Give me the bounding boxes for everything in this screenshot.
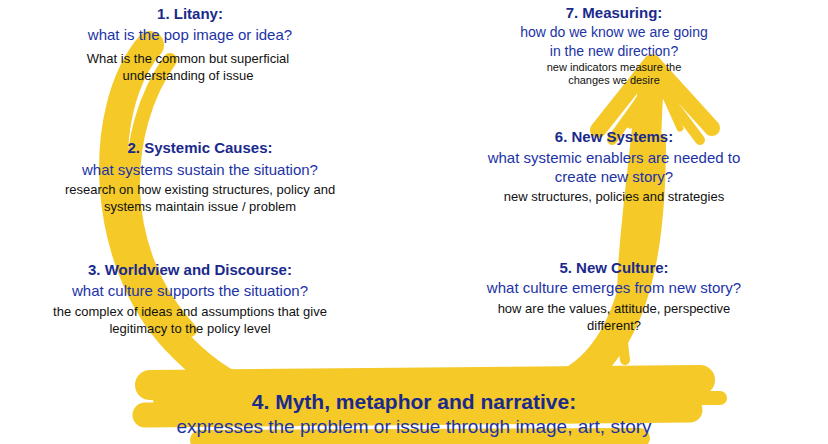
step-heading: 3. Worldview and Discourse: (50, 261, 330, 279)
step-description: research on how existing structures, pol… (58, 181, 343, 215)
step-description: new structures, policies and strategies (454, 188, 774, 205)
step-heading: 1. Litany: (60, 5, 320, 23)
step-heading: 5. New Culture: (484, 259, 744, 277)
step-description: how are the values, attitude, perspectiv… (479, 300, 749, 334)
step-question: what systems sustain the situation? (40, 161, 360, 179)
step-heading: 4. Myth, metaphor and narrative: (114, 390, 714, 414)
step-heading: 7. Measuring: (504, 4, 724, 22)
step-question: expresses the problem or issue through i… (84, 416, 744, 438)
step-question: what is the pop image or idea? (40, 26, 340, 44)
step-question: what culture supports the situation? (30, 282, 350, 300)
step-question: how do we know we are going in the new d… (520, 23, 708, 61)
step-question: what systemic enablers are needed to cre… (469, 148, 759, 186)
step-description: What is the common but superficial under… (63, 50, 313, 84)
step-heading: 2. Systemic Causes: (70, 139, 330, 157)
step-question: what culture emerges from new story? (449, 279, 779, 297)
step-heading: 6. New Systems: (484, 128, 744, 146)
step-description: new indicators measure the changes we de… (529, 61, 699, 87)
step-description: the complex of ideas and assumptions tha… (53, 303, 328, 337)
